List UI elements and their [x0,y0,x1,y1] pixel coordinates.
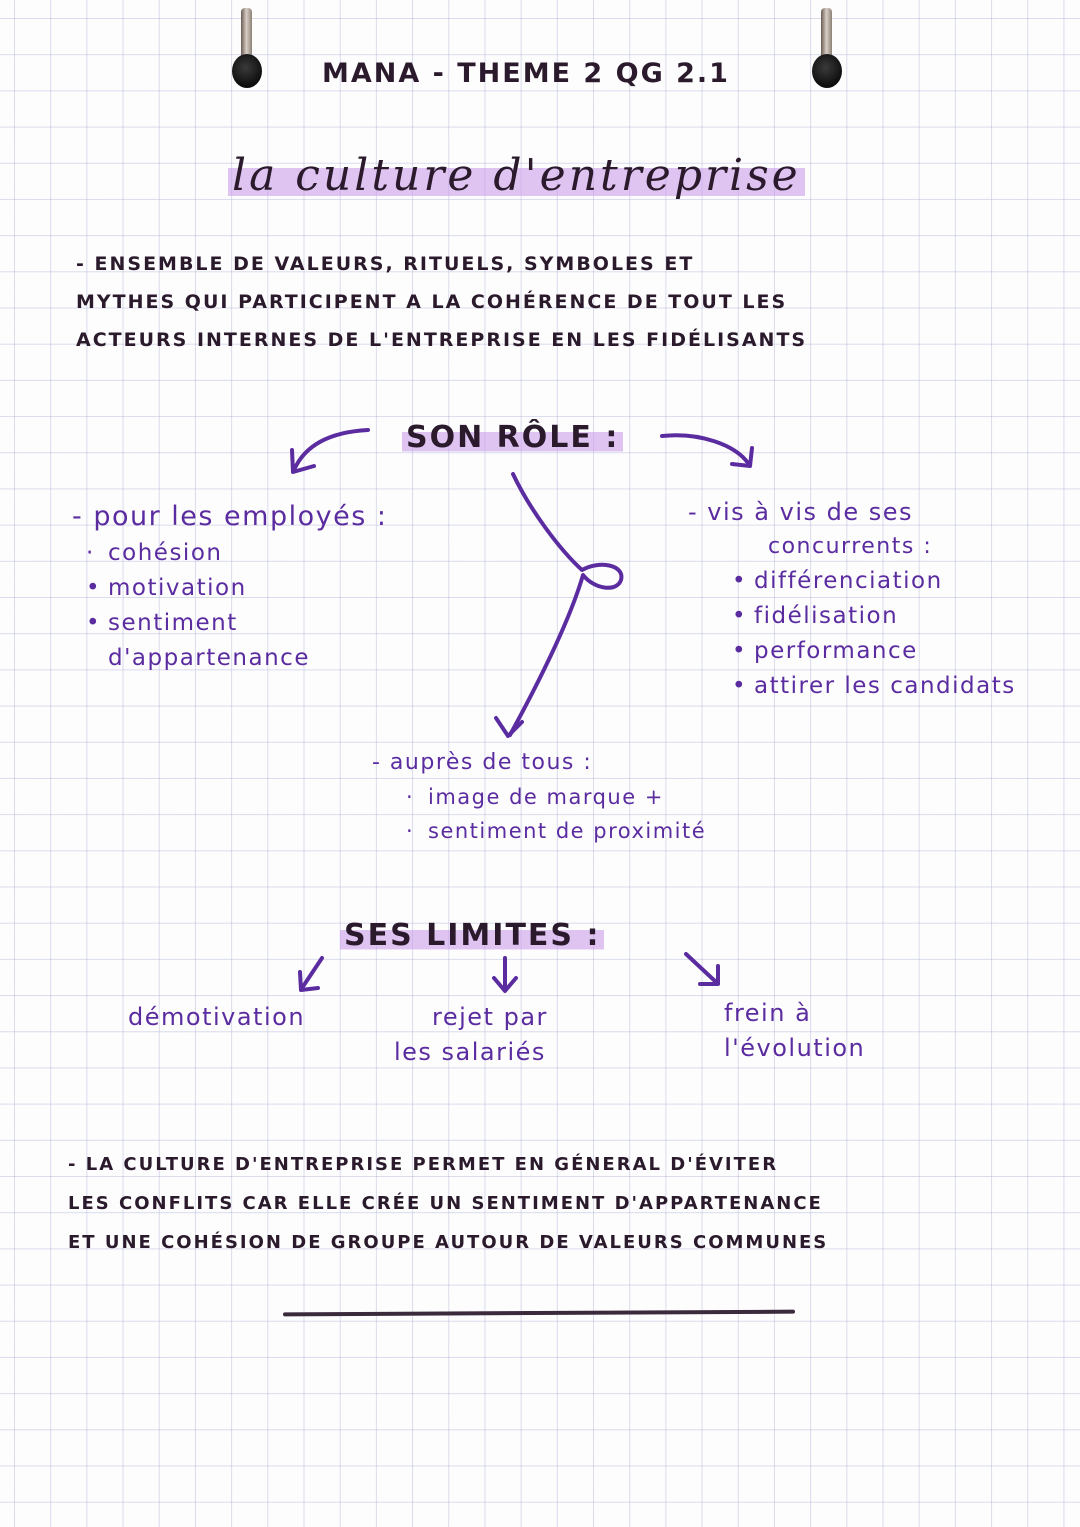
definition-block: - ENSEMBLE DE VALEURS, RITUELS, SYMBOLES… [76,245,807,359]
list-item-continuation: d'appartenance [108,645,310,671]
competitors-section: - vis à vis de ses concurrents : •différ… [688,494,1016,704]
page-title: la culture d'entreprise [228,150,805,201]
limit-item: démotivation [128,1003,306,1031]
list-item: ·sentiment de proximité [406,819,707,843]
list-item: •performance [732,638,918,664]
limit-item: frein à l'évolution [724,999,866,1062]
definition-line: - ENSEMBLE DE VALEURS, RITUELS, SYMBOLES… [76,253,695,275]
list-item: ·cohésion [86,540,223,566]
list-item: •différenciation [732,568,943,594]
page-header: MANA - THEME 2 QG 2.1 [322,58,730,89]
list-item: •fidélisation [732,603,899,629]
conclusion-line: LES CONFLITS CAR ELLE CRÉE UN SENTIMENT … [68,1193,823,1214]
conclusion-line: ET UNE COHÉSION DE GROUPE AUTOUR DE VALE… [68,1232,829,1253]
arrow-limits-left-icon [298,956,324,992]
list-item: •motivation [86,575,247,601]
limits-heading: SES LIMITES : [340,918,605,953]
list-item: ·image de marque + [406,785,664,809]
employees-title: - pour les employés : [72,501,388,532]
everyone-section: - auprès de tous : ·image de marque + ·s… [372,746,706,848]
arrow-limits-down-icon [492,956,518,993]
arrow-right-icon [660,433,754,468]
title-text: la culture d'entreprise [228,150,805,201]
role-heading: SON RÔLE : [402,420,624,455]
conclusion-block: - LA CULTURE D'ENTREPRISE PERMET EN GÉNE… [68,1145,828,1262]
list-item: •sentiment [86,610,238,636]
closing-divider [282,1309,796,1317]
conclusion-line: - LA CULTURE D'ENTREPRISE PERMET EN GÉNE… [68,1154,779,1175]
competitors-title-2: concurrents : [768,534,933,559]
list-item: •attirer les candidats [732,673,1016,699]
arrow-down-loop-icon [494,472,624,738]
employees-section: - pour les employés : ·cohésion •motivat… [72,498,387,676]
arrow-left-icon [290,428,370,474]
arrow-limits-right-icon [684,952,720,986]
limit-item: rejet par les salariés [393,1003,548,1066]
competitors-title: - vis à vis de ses [688,498,914,526]
definition-line: ACTEURS INTERNES DE L'ENTREPRISE EN LES … [76,329,808,351]
everyone-title: - auprès de tous : [372,750,593,775]
definition-line: MYTHES QUI PARTICIPENT A LA COHÉRENCE DE… [76,291,788,313]
